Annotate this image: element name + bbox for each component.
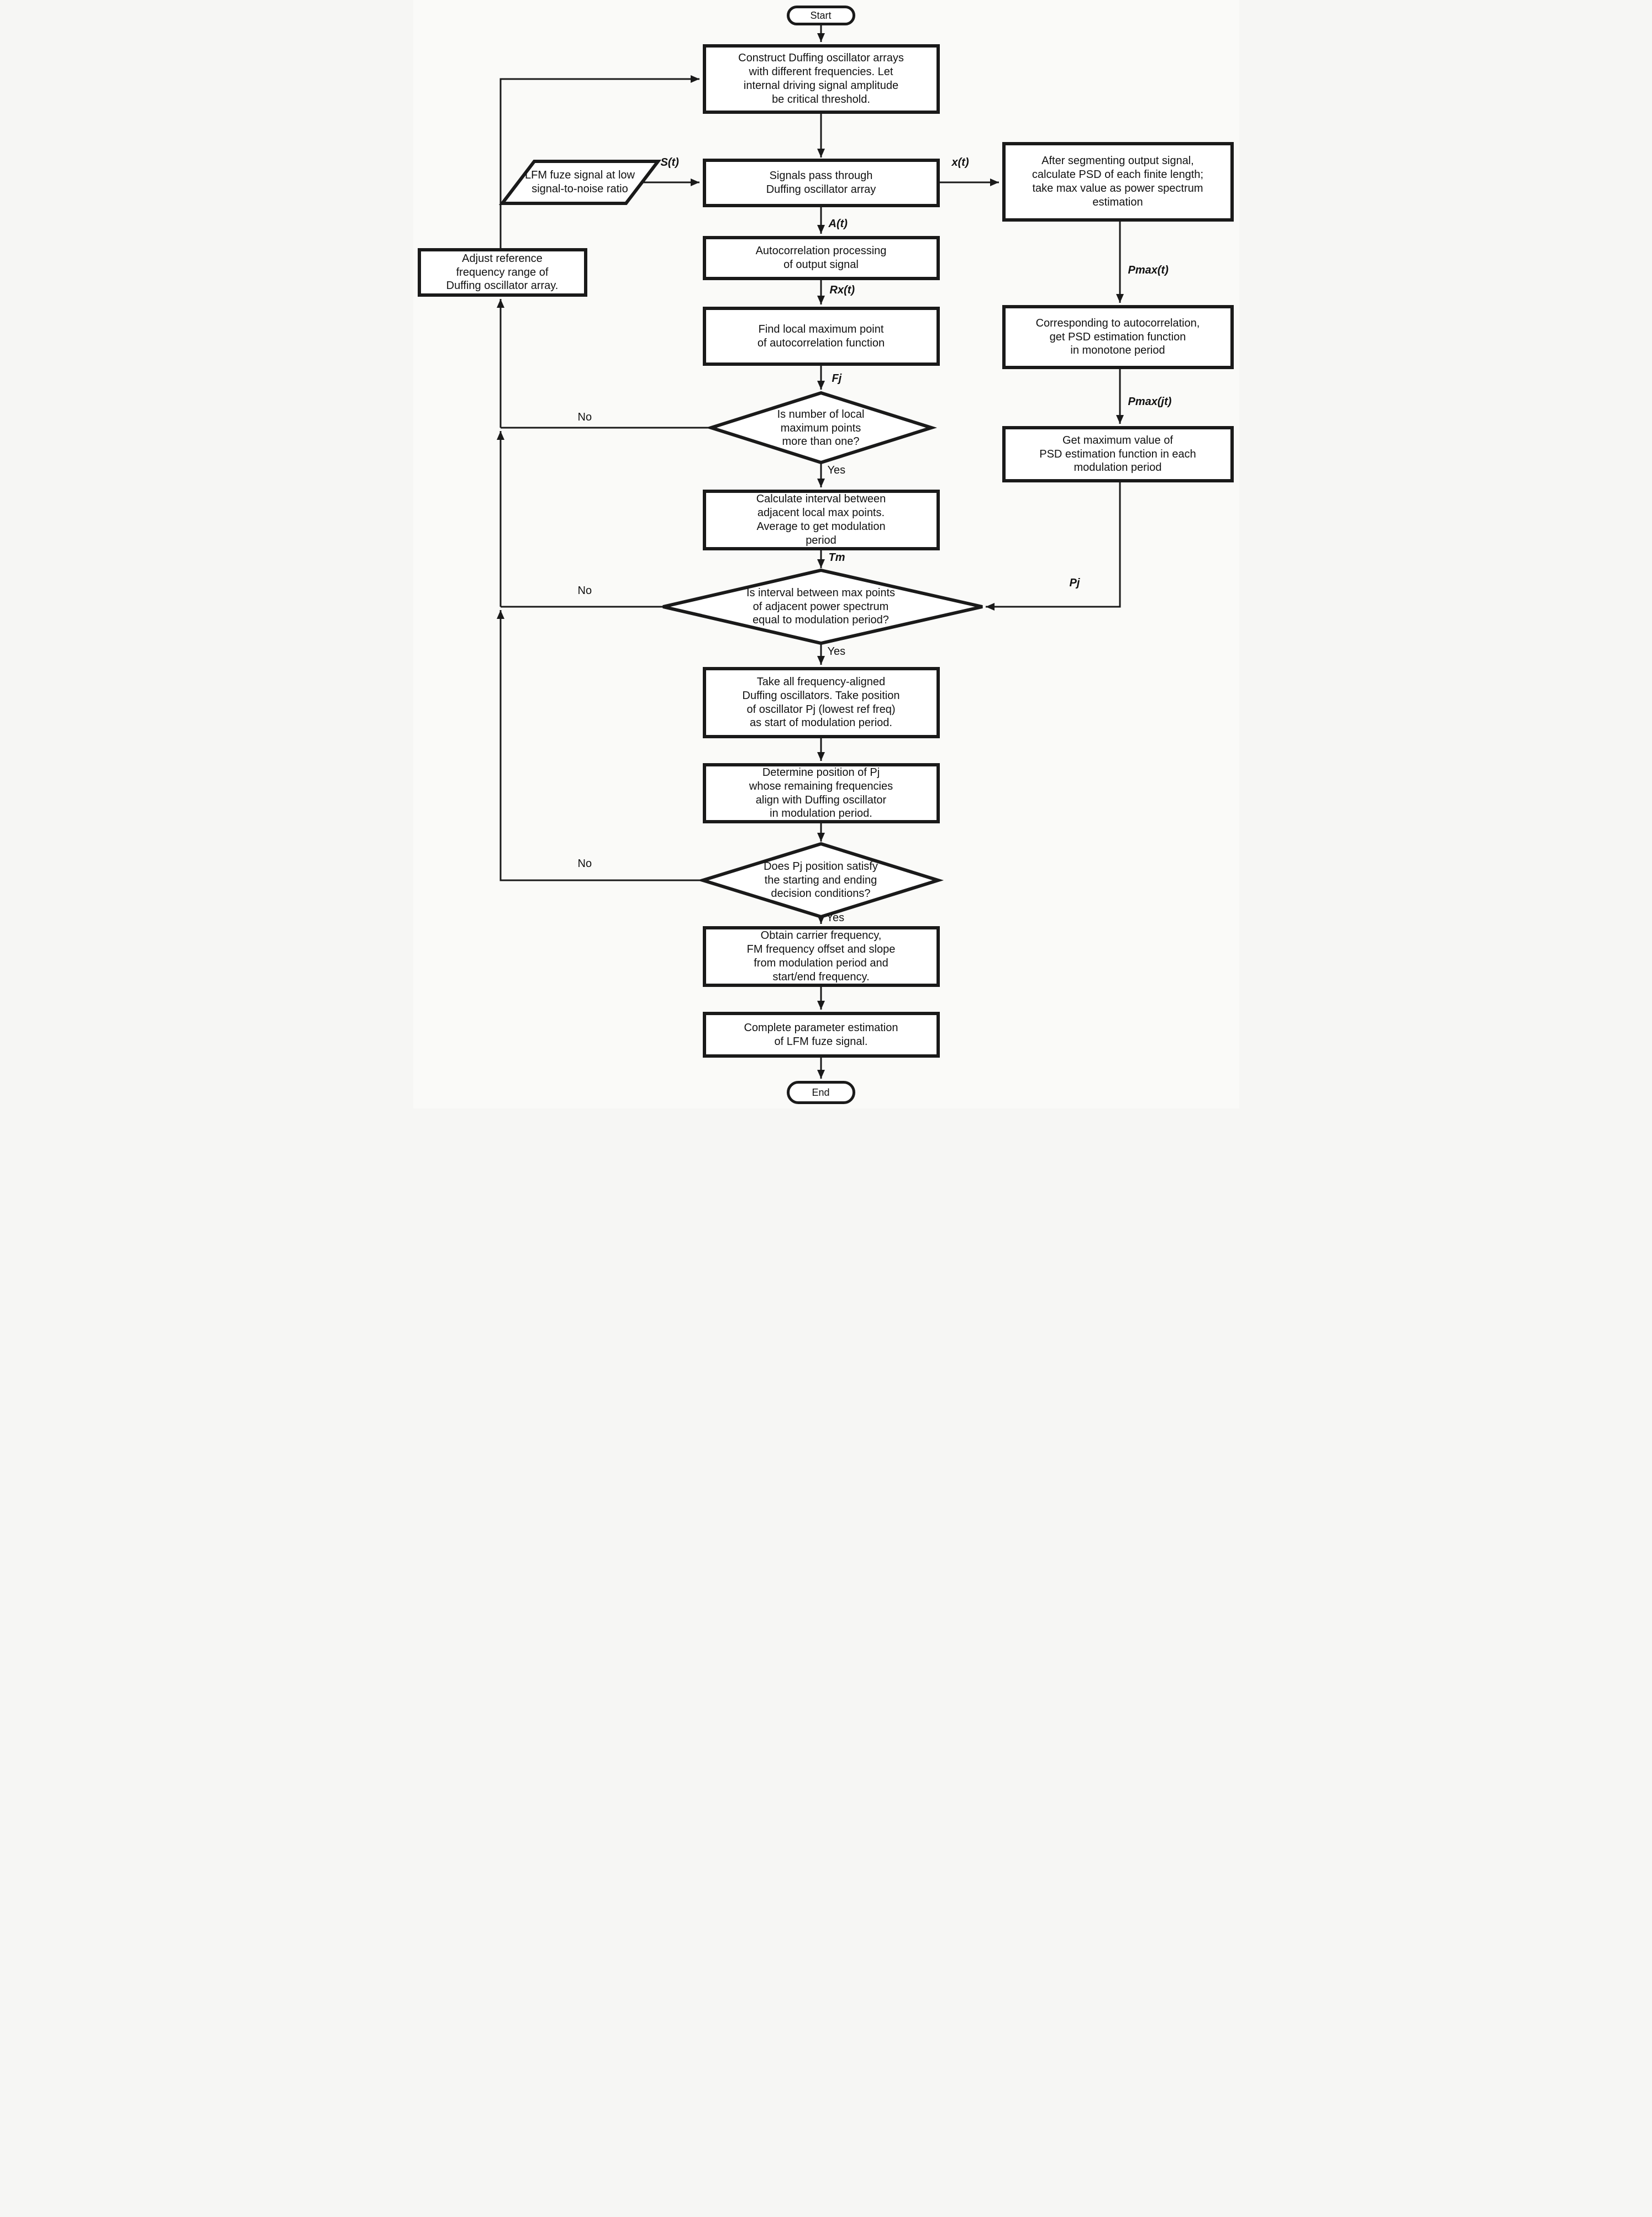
flowchart-connectors [496,25,1124,1079]
flowchart: Start End Construct Duffing oscillator a… [413,0,1239,1108]
start-node: Start [786,6,855,25]
lfm-input-parallelogram [498,160,661,205]
find-local-max-box: Find local maximum point of autocorrelat… [702,307,940,366]
adjust-reference-box: Adjust reference frequency range of Duff… [417,248,587,297]
complete-estimation-box: Complete parameter estimation of LFM fuz… [702,1012,940,1058]
signals-pass-box: Signals pass through Duffing oscillator … [702,159,940,207]
psd-max-box: Get maximum value of PSD estimation func… [1002,426,1234,482]
label-yes-2: Yes [827,645,846,658]
label-yes-3: Yes [826,912,845,924]
calc-interval-box: Calculate interval between adjacent loca… [702,490,940,550]
obtain-parameters-box: Obtain carrier frequency, FM frequency o… [702,926,940,987]
lfm-input-label: LFM fuze signal at low signal-to-noise r… [525,169,635,195]
label-pmax-jt: Pmax(jt) [1128,396,1172,408]
edge-adjust-construct [499,75,699,248]
label-x-t: x(t) [951,156,969,169]
psd-monotone-box: Corresponding to autocorrelation, get PS… [1002,305,1234,369]
decision-position-diamond [697,842,944,919]
label-no-2: No [577,585,592,597]
label-tm: Tm [828,551,845,564]
end-node: End [786,1081,855,1104]
label-pmax-t: Pmax(t) [1128,264,1169,276]
edge-no3-feedback [496,610,703,881]
label-fj: Fj [832,372,842,385]
label-no-3: No [577,858,592,870]
decision-interval-label: Is interval between max points of adjace… [746,586,896,627]
label-s-t: S(t) [660,156,679,169]
construct-oscillators-box: Construct Duffing oscillator arrays with… [702,44,940,114]
decision-interval-diamond [662,568,983,645]
label-yes-1: Yes [827,464,846,476]
decision-local-max-diamond [705,391,937,465]
take-oscillators-box: Take all frequency-aligned Duffing oscil… [702,667,940,738]
label-no-1: No [577,411,592,423]
decision-local-max-label: Is number of local maximum points more t… [777,408,865,448]
determine-position-box: Determine position of Pj whose remaining… [702,763,940,823]
label-a-t: A(t) [828,218,848,230]
edge-psdmax-decision2 [985,482,1120,611]
autocorrelation-box: Autocorrelation processing of output sig… [702,236,940,280]
label-pj: Pj [1069,577,1080,589]
label-rx-t: Rx(t) [829,284,855,296]
decision-position-label: Does Pj position satisfy the starting an… [764,860,878,900]
psd-segment-box: After segmenting output signal, calculat… [1002,142,1234,222]
